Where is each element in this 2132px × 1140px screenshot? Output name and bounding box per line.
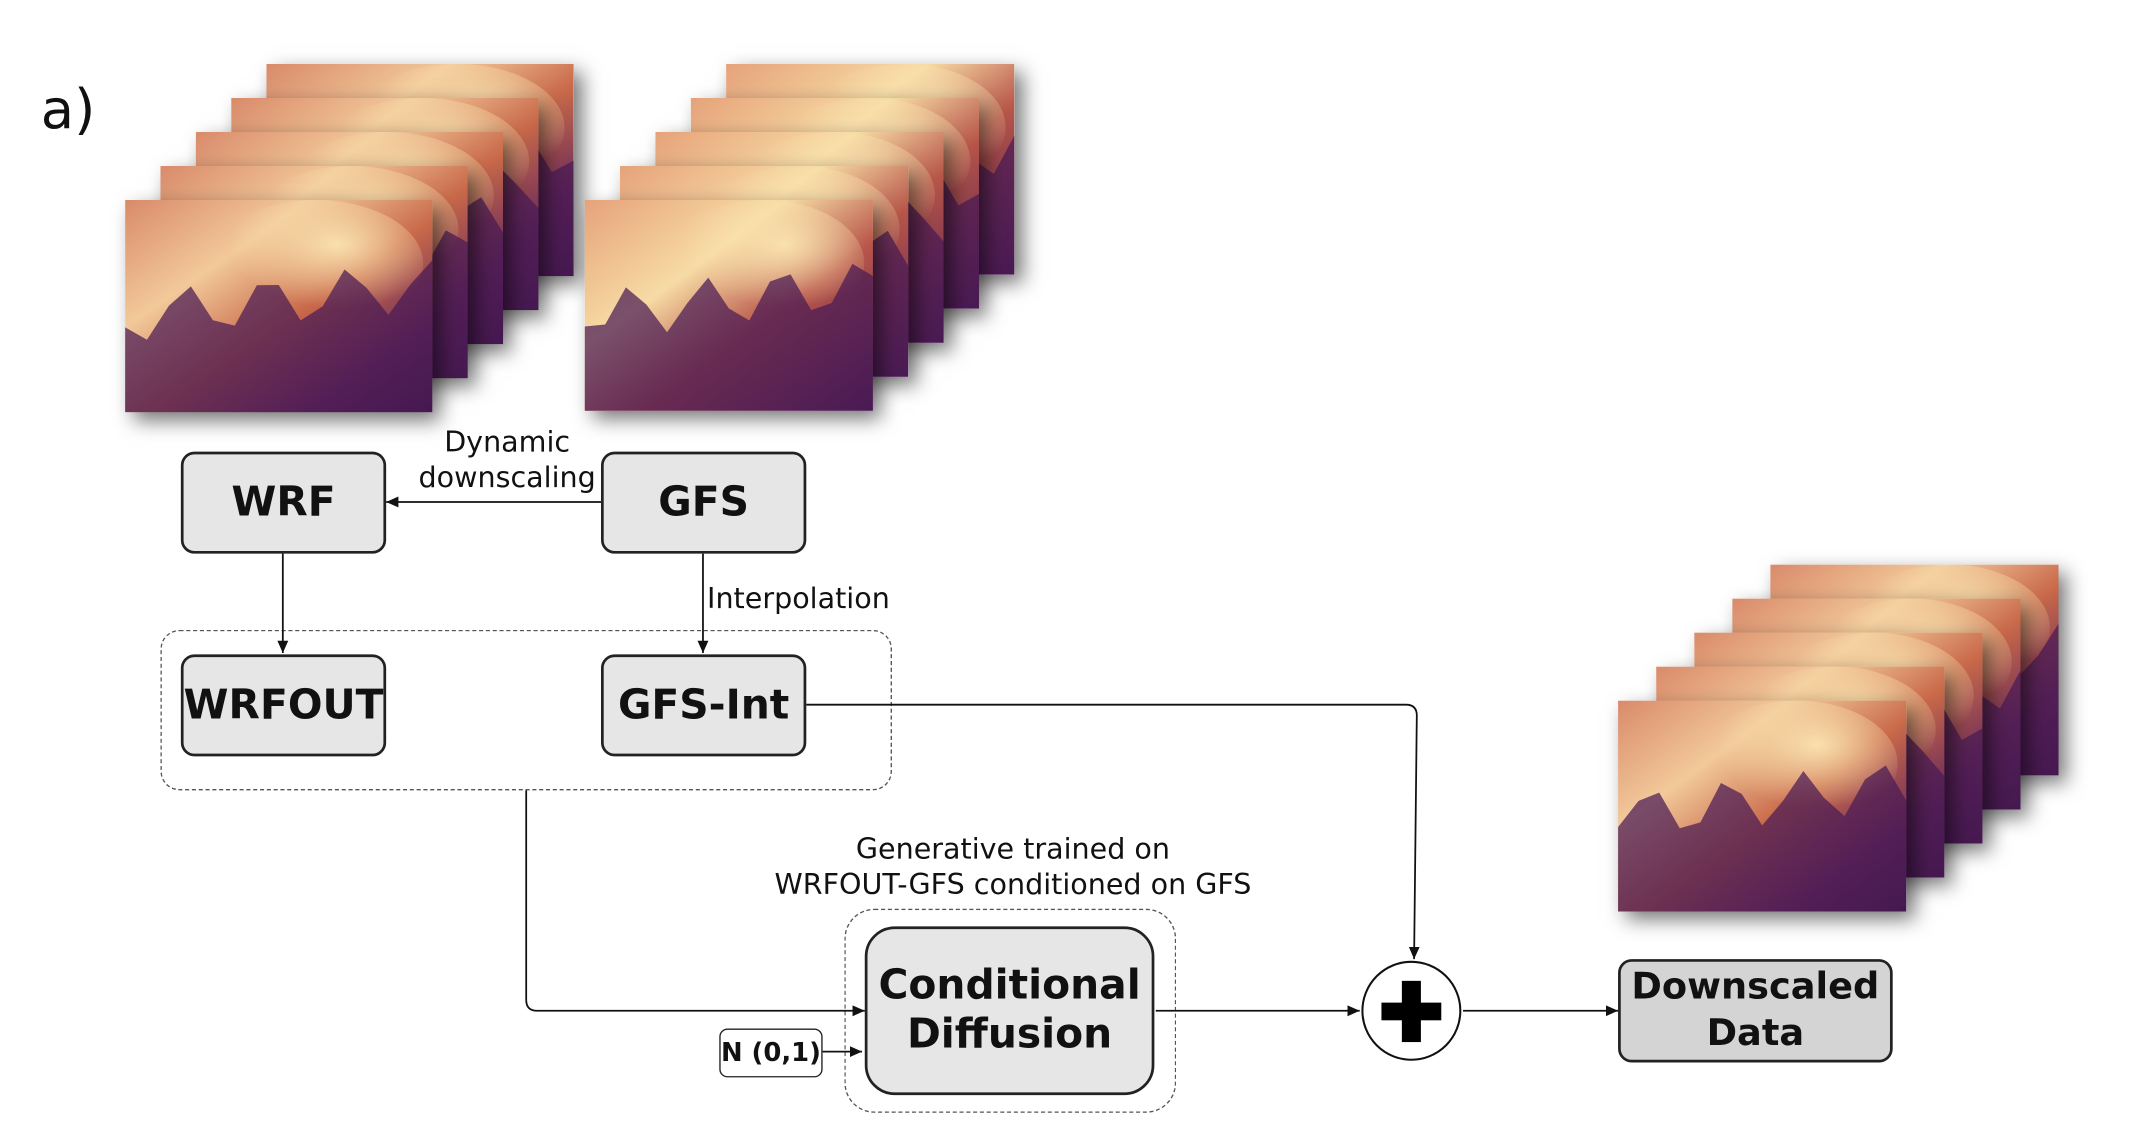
gfs-int-label: GFS-Int — [617, 681, 790, 730]
wrfout-box: WRFOUT — [180, 654, 387, 757]
diffusion-label-line-2: Diffusion — [906, 1010, 1113, 1059]
conditional-diffusion-box: Conditional Diffusion — [864, 926, 1155, 1096]
field-image-frame — [1618, 700, 1907, 912]
wrf-label: WRF — [231, 478, 336, 527]
noise-box: N (0,1) — [719, 1028, 823, 1078]
generative-note-line-1: Generative trained on — [855, 832, 1171, 866]
downscaled-label-line-1: Downscaled — [1631, 965, 1880, 1009]
arrow-gfs-int-to-plus — [806, 703, 1420, 960]
wrfout-label: WRFOUT — [183, 681, 384, 730]
gfs-label: GFS — [658, 478, 750, 527]
downscaled-data-box: Downscaled Data — [1618, 959, 1893, 1063]
wrf-box: WRF — [180, 451, 387, 554]
noise-label: N (0,1) — [720, 1037, 821, 1068]
gfs-box: GFS — [600, 451, 807, 554]
dynamic-downscaling-line-2: downscaling — [418, 461, 596, 494]
training-data-group — [160, 629, 892, 791]
panel-label: a) — [40, 78, 96, 142]
field-image-frame — [125, 199, 433, 413]
gfs-int-box: GFS-Int — [600, 654, 807, 757]
interpolation-label: Interpolation — [707, 582, 890, 615]
field-image-frame — [584, 199, 873, 411]
dynamic-downscaling-line-1: Dynamic — [444, 425, 571, 459]
arrow-group-to-diffusion — [525, 790, 865, 1017]
diffusion-label-line-1: Conditional — [878, 961, 1141, 1010]
downscaled-label-line-2: Data — [1706, 1012, 1805, 1055]
dynamic-downscaling-label: Dynamic downscaling — [405, 424, 609, 495]
generative-note-line-2: WRFOUT-GFS conditioned on GFS — [774, 867, 1252, 901]
plus-icon — [1361, 960, 1462, 1061]
generative-note-label: Generative trained on WRFOUT-GFS conditi… — [741, 831, 1285, 902]
